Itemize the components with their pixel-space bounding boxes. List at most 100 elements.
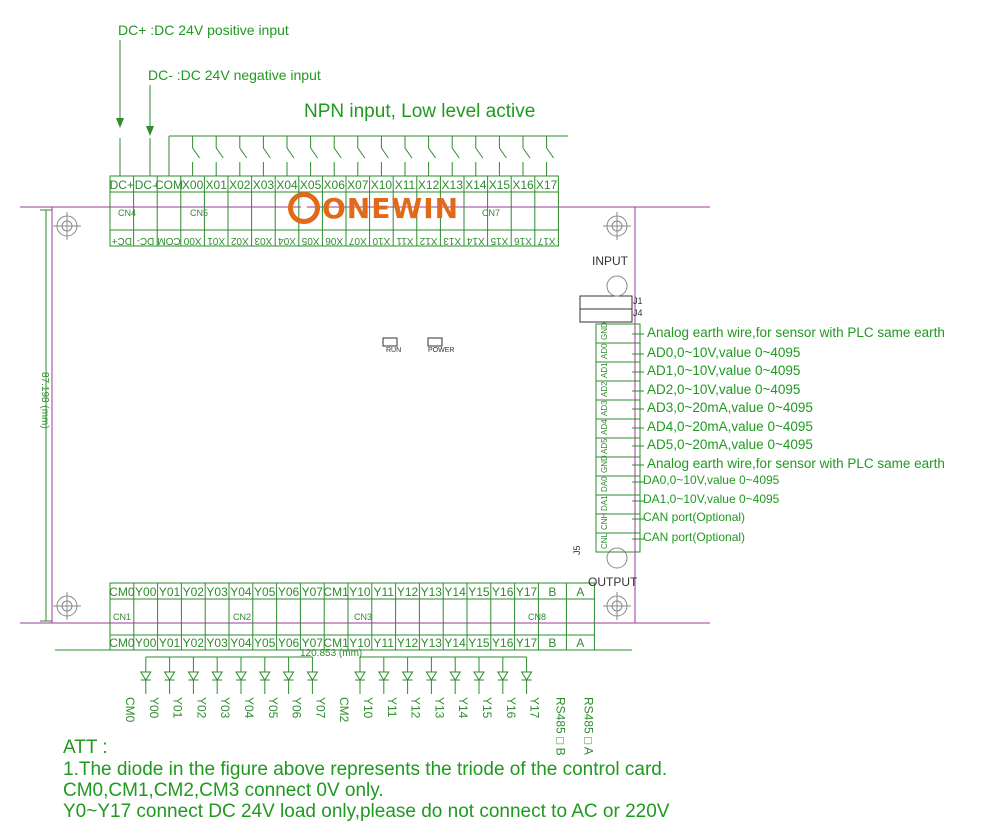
bottom-pin-label-lower: Y07 <box>302 636 324 650</box>
diode-icon <box>496 671 509 681</box>
output-label: Y06 <box>290 697 304 719</box>
run-led-label: RUN <box>386 347 402 354</box>
bottom-pin-label-lower: B <box>548 636 556 650</box>
bottom-connector-label: CN2 <box>233 612 251 622</box>
bottom-pin-label: Y11 <box>373 585 394 599</box>
top-pin-label: X14 <box>465 178 487 192</box>
switch-contact-icon <box>475 147 484 159</box>
switch-contact-icon <box>192 147 201 159</box>
top-pin-label-mirror: X11 <box>396 235 413 246</box>
bottom-pin-label-lower: Y04 <box>230 636 252 650</box>
side-annotation: Analog earth wire,for sensor with PLC sa… <box>647 325 945 340</box>
notes-heading: ATT : <box>63 737 108 758</box>
top-pin-label-mirror: X05 <box>301 235 319 246</box>
diode-icon <box>449 671 462 681</box>
diagram-title: NPN input, Low level active <box>304 101 536 122</box>
arrow-down-icon <box>146 126 154 136</box>
top-pin-label-mirror: X13 <box>443 235 461 246</box>
diode-icon <box>401 671 414 681</box>
switch-contact-icon <box>404 147 413 159</box>
output-label: Y02 <box>194 697 208 719</box>
bottom-pin-label: Y02 <box>183 585 205 599</box>
switch-contact-icon <box>215 147 224 159</box>
bottom-terminal-block <box>109 582 595 651</box>
bottom-connector-label: CN1 <box>113 612 131 622</box>
switch-contact-icon <box>310 147 319 159</box>
side-pin-label: DA0 <box>600 476 609 492</box>
top-pin-label: X07 <box>347 178 369 192</box>
switch-contact-icon <box>428 147 437 159</box>
arrow-down-icon <box>116 118 124 128</box>
side-annotation: Analog earth wire,for sensor with PLC sa… <box>647 456 945 471</box>
bottom-pin-label-lower: Y06 <box>278 636 300 650</box>
dc-plus-label: DC+ :DC 24V positive input <box>118 22 289 38</box>
diode-icon <box>520 671 533 681</box>
diode-icon <box>282 671 295 681</box>
diode-icon <box>306 671 319 681</box>
output-label: Y00 <box>147 697 161 719</box>
bottom-pin-label: Y10 <box>349 585 371 599</box>
diode-icon <box>163 671 176 681</box>
input-label: INPUT <box>592 254 628 268</box>
output-jack-icon <box>606 547 628 569</box>
bottom-pin-label: Y03 <box>206 585 228 599</box>
switch-contact-icon <box>522 147 531 159</box>
top-pin-label: X03 <box>253 178 275 192</box>
dc-minus-label: DC- :DC 24V negative input <box>148 67 321 83</box>
top-pin-label-mirror: X04 <box>278 235 296 246</box>
top-pin-label: DC+ <box>110 178 134 192</box>
bottom-pin-label-lower: Y10 <box>349 636 371 650</box>
side-pin-label: CNH <box>600 512 609 530</box>
top-pin-label-mirror: X12 <box>419 235 437 246</box>
output-label: CM0 <box>123 697 137 723</box>
bottom-pin-label: CM1 <box>323 585 349 599</box>
top-pin-label: X06 <box>324 178 346 192</box>
top-pin-label-mirror: X17 <box>537 235 555 246</box>
bottom-pin-label: Y05 <box>254 585 276 599</box>
bottom-pin-label-lower: Y01 <box>159 636 181 650</box>
side-pin-label: AD5 <box>600 438 609 454</box>
top-pin-label-mirror: X03 <box>254 235 272 246</box>
bottom-pin-label: Y12 <box>397 585 419 599</box>
j4-label: J4 <box>633 308 643 318</box>
output-label: Y05 <box>266 697 280 719</box>
j1-label: J1 <box>633 296 643 306</box>
output-label: Y01 <box>171 697 185 719</box>
output-label: Y10 <box>361 697 375 719</box>
switch-contact-icon <box>239 147 248 159</box>
bottom-pin-label: A <box>576 585 584 599</box>
top-pin-label-mirror: DC- <box>137 235 155 246</box>
top-pin-label-mirror: X14 <box>466 235 484 246</box>
top-pin-label: X10 <box>371 178 393 192</box>
input-jack-icon <box>606 275 628 297</box>
bottom-pin-label-lower: Y11 <box>373 636 394 650</box>
bottom-connector-label: CN3 <box>354 612 372 622</box>
bottom-pin-label-lower: Y00 <box>135 636 157 650</box>
bottom-pin-label: CM0 <box>109 585 135 599</box>
bottom-pin-label-lower: Y16 <box>492 636 514 650</box>
bottom-pin-label-lower: Y12 <box>397 636 419 650</box>
top-connector-label: CN4 <box>118 208 136 218</box>
note-line-2: CM0,CM1,CM2,CM3 connect 0V only. <box>63 780 384 801</box>
side-annotation: DA1,0~10V,value 0~4095 <box>643 492 780 506</box>
side-pin-label: AD2 <box>600 381 609 397</box>
bottom-pin-label: Y06 <box>278 585 300 599</box>
top-pin-label-mirror: X06 <box>325 235 343 246</box>
output-label: Y16 <box>504 697 518 719</box>
side-pin-label: GND <box>600 455 609 473</box>
diode-icon <box>354 671 366 681</box>
top-pin-label-mirror: X15 <box>490 235 508 246</box>
top-pin-label: X17 <box>536 178 558 192</box>
side-annotation: AD3,0~20mA,value 0~4095 <box>647 400 813 415</box>
switch-contact-icon <box>286 147 295 159</box>
top-connector-label: CN5 <box>190 208 208 218</box>
logo-text: ONEWIN <box>322 191 460 225</box>
side-pin-label: AD3 <box>600 400 609 416</box>
bottom-pin-label-lower: Y05 <box>254 636 276 650</box>
top-pin-label: COM <box>155 178 183 192</box>
switch-contact-icon <box>357 147 366 159</box>
top-pin-label: X12 <box>418 178 440 192</box>
output-label: RS485 □ B <box>553 697 567 756</box>
top-pin-label: X13 <box>442 178 464 192</box>
bottom-connector-label: CN8 <box>528 612 546 622</box>
